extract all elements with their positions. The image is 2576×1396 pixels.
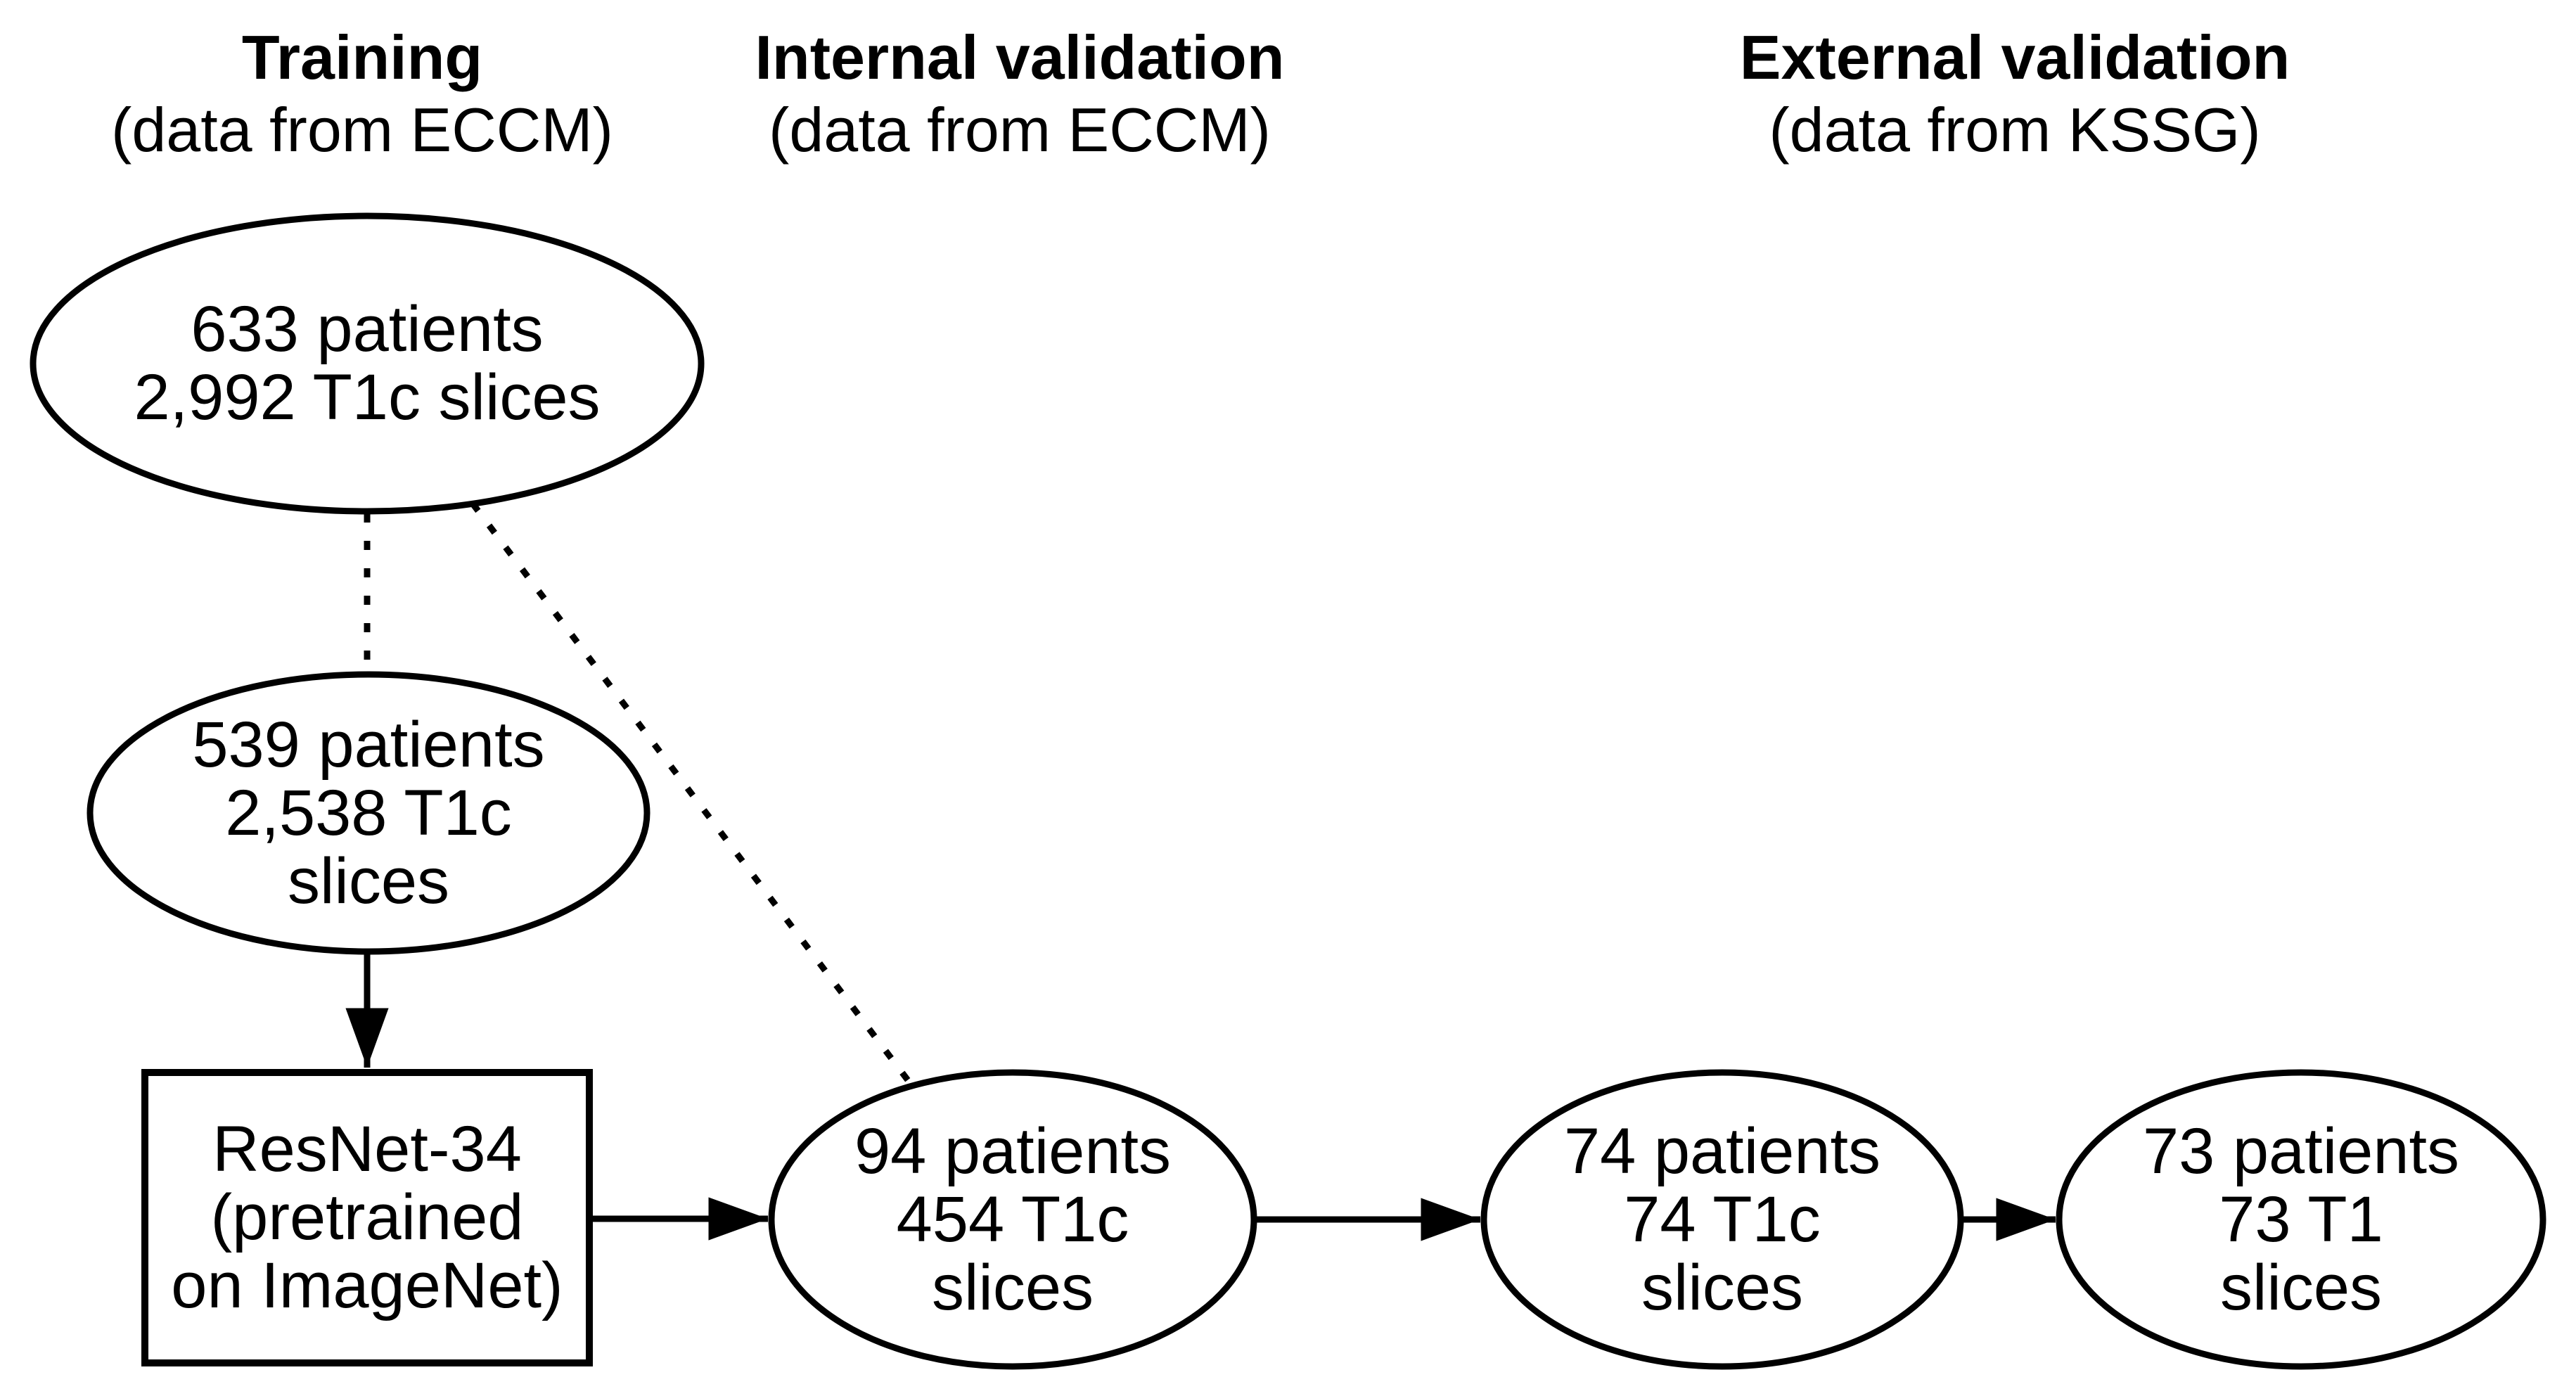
internal-cohort-line-3: slices — [931, 1251, 1094, 1324]
column-title-external-validation: External validation — [1739, 23, 2290, 92]
external-t1c-line-3: slices — [1641, 1251, 1804, 1324]
external-t1-cohort-label: 73 patients 73 T1 slices — [2059, 1072, 2543, 1366]
training-cohort-line-1: 633 patients — [191, 293, 544, 365]
edge-training-to-internal-dotted — [470, 501, 915, 1088]
model-line-1: ResNet-34 — [212, 1113, 522, 1185]
column-header-external-validation: External validation (data from KSSG) — [1628, 21, 2402, 166]
model-line-2: (pretrained — [210, 1182, 524, 1253]
training-cohort-line-2: 2,992 T1c slices — [134, 361, 601, 433]
column-subtitle-internal-validation: (data from ECCM) — [769, 95, 1271, 165]
training-subset-line-2: 2,538 T1c — [225, 776, 512, 849]
external-t1c-cohort-ellipse — [1480, 1069, 1964, 1370]
training-subset-label: 539 patients 2,538 T1c slices — [90, 674, 647, 952]
training-cohort-ellipse — [30, 212, 705, 515]
internal-cohort-line-2: 454 T1c — [896, 1183, 1129, 1255]
column-header-internal-validation: Internal validation (data from ECCM) — [633, 21, 1406, 166]
external-t1c-line-2: 74 T1c — [1624, 1183, 1821, 1255]
external-t1-line-2: 73 T1 — [2219, 1183, 2383, 1255]
external-t1-line-1: 73 patients — [2142, 1115, 2460, 1187]
model-box — [141, 1069, 593, 1366]
column-header-training: Training (data from ECCM) — [0, 21, 749, 166]
column-subtitle-external-validation: (data from KSSG) — [1769, 95, 2261, 165]
training-subset-line-3: slices — [287, 845, 450, 917]
training-cohort-label: 633 patients 2,992 T1c slices — [33, 216, 701, 511]
training-subset-line-1: 539 patients — [192, 708, 545, 781]
internal-cohort-line-1: 94 patients — [854, 1115, 1172, 1187]
model-line-3: on ImageNet) — [171, 1250, 563, 1321]
external-t1-line-3: slices — [2219, 1251, 2383, 1324]
training-subset-ellipse — [86, 671, 651, 955]
internal-cohort-ellipse — [768, 1069, 1257, 1370]
column-subtitle-training: (data from ECCM) — [111, 95, 613, 165]
internal-cohort-label: 94 patients 454 T1c slices — [771, 1072, 1254, 1366]
column-title-training: Training — [241, 23, 483, 92]
external-t1c-line-1: 74 patients — [1563, 1115, 1881, 1187]
external-t1-cohort-ellipse — [2056, 1069, 2546, 1370]
model-label: ResNet-34 (pretrained on ImageNet) — [145, 1072, 589, 1363]
external-t1c-cohort-label: 74 patients 74 T1c slices — [1484, 1072, 1961, 1366]
column-title-internal-validation: Internal validation — [755, 23, 1285, 92]
